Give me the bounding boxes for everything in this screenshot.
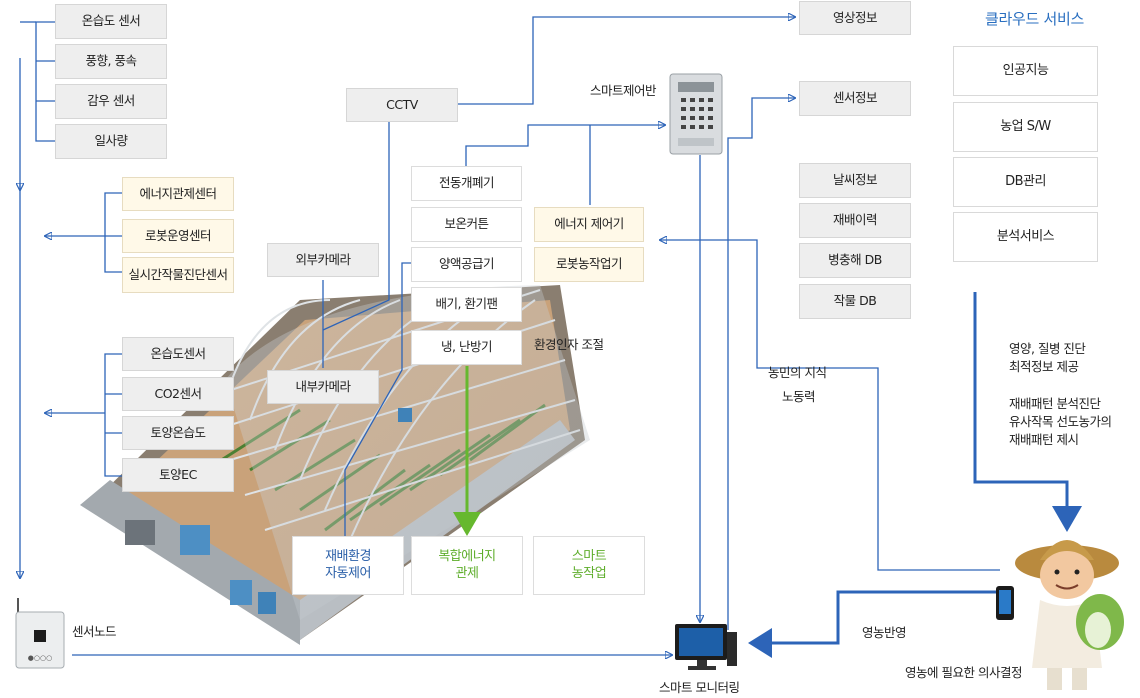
cloud-service-title: 클라우드 서비스 [985,10,1084,28]
cloud-note-pattern-line3: 재배패턴 제시 [1009,432,1079,448]
actuator-motor-opener: 전동개폐기 [411,166,522,201]
smart-panel-label: 스마트제어반 [590,83,657,98]
farm-decision-label: 영농에 필요한 의사결정 [905,665,1022,680]
center-crop-diagnosis: 실시간작물진단센서 [122,257,234,293]
db-cultivation-history: 재배이력 [799,203,911,238]
cloud-farm-sw: 농업 S/W [953,102,1098,152]
smart-farming-box: 스마트 농작업 [533,536,645,595]
cloud-ai: 인공지능 [953,46,1098,96]
controller-energy: 에너지 제어기 [534,207,644,242]
monitor-icon [675,624,737,670]
center-robot: 로봇운영센터 [122,219,234,253]
cloud-note-diagnosis-line1: 영양, 질병 진단 [1009,341,1086,356]
cloud-analysis: 분석서비스 [953,212,1098,262]
sensor-node-label: 센서노드 [72,624,117,639]
db-weather: 날씨정보 [799,163,911,198]
energy-control-box: 복합에너지 관제 [411,536,523,595]
db-pest: 병충해 DB [799,243,911,278]
svg-text:●○○○: ●○○○ [28,654,52,662]
env-adjust-label: 환경인자 조절 [534,337,604,352]
connector-lines [20,17,1000,655]
auto-control-box: 재배환경 자동제어 [292,536,404,595]
db-crop: 작물 DB [799,284,911,319]
energy-control-line1: 복합에너지 [438,548,496,564]
inner-sensor-co2: CO2센서 [122,377,234,411]
smart-farming-line2: 농작업 [571,565,607,581]
external-camera-box: 외부카메라 [267,243,379,277]
farm-reflect-arrow [748,590,1000,658]
smart-control-panel-icon [669,73,723,155]
cloud-note-diagnosis-line2: 최적정보 제공 [1009,359,1079,375]
env-control-arrow [453,366,481,536]
auto-control-line1: 재배환경 [325,548,371,564]
weather-sensor-wind: 풍향, 풍속 [55,44,167,79]
cloud-note-diagnosis: 영양, 질병 진단 최적정보 제공 [1009,340,1086,376]
inner-sensor-temp-humidity: 온습도센서 [122,337,234,371]
internal-camera-box: 내부카메라 [267,370,379,404]
weather-sensor-temp-humidity: 온습도 센서 [55,4,167,39]
controller-robot: 로봇농작업기 [534,247,644,282]
sensor-node-icon: ●○○○ [15,598,65,669]
actuator-thermal-curtain: 보온커튼 [411,207,522,242]
farmer-illustration [996,540,1124,690]
cloud-db-management: DB관리 [953,157,1098,207]
cloud-note-pattern-line2: 유사작목 선도농가의 [1009,414,1112,430]
inner-sensor-soil-temp: 토양온습도 [122,416,234,450]
labor-label: 노동력 [782,389,816,404]
cloud-note-pattern-line1: 재배패턴 분석진단 [1009,396,1101,411]
smart-farming-line1: 스마트 [571,548,607,564]
inner-sensor-soil-ec: 토양EC [122,458,234,492]
energy-control-line2: 관제 [455,565,479,581]
cctv-box: CCTV [346,88,458,122]
actuator-exhaust-fan: 배기, 환기팬 [411,287,522,322]
info-video: 영상정보 [799,1,911,35]
weather-sensor-rain: 감우 센서 [55,84,167,119]
center-energy: 에너지관제센터 [122,177,234,211]
info-sensor: 센서정보 [799,81,911,116]
farmer-knowledge-label: 농민의 지식 [768,365,827,380]
actuator-nutrient-supplier: 양액공급기 [411,247,522,282]
smart-monitor-label: 스마트 모니터링 [659,680,740,695]
cloud-to-farmer-arrow [973,292,1082,532]
auto-control-line2: 자동제어 [325,565,371,581]
farm-reflect-label: 영농반영 [862,625,907,640]
cloud-note-pattern: 재배패턴 분석진단 유사작목 선도농가의 재배패턴 제시 [1009,395,1112,449]
weather-sensor-solar: 일사량 [55,124,167,159]
actuator-cooler-heater: 냉, 난방기 [411,330,522,365]
